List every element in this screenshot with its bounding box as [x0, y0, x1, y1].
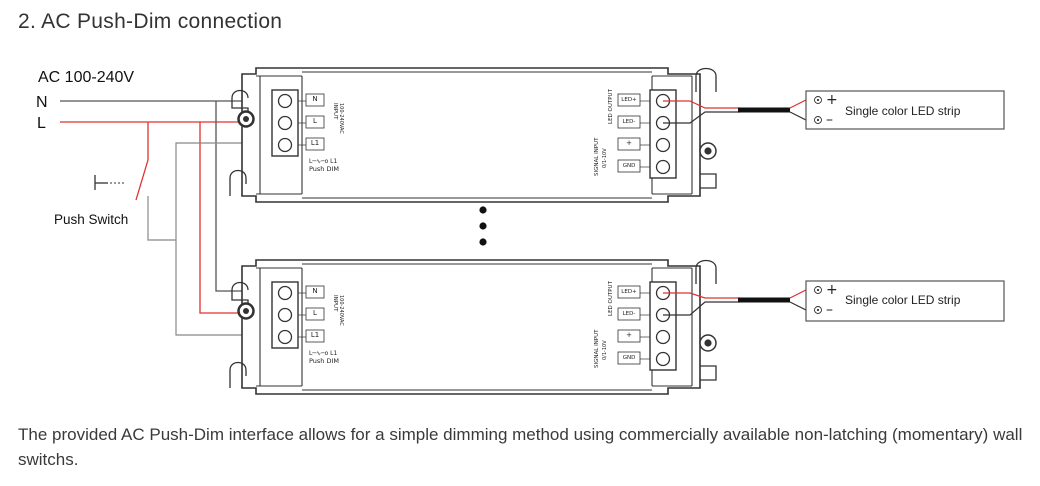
- led-strip-2-label: Single color LED strip: [845, 293, 961, 307]
- driver-2-push-dim-symbol: L─∿─o L1: [309, 350, 338, 357]
- driver-2-out-minus: LED-: [623, 311, 636, 317]
- driver-1-terminal-l1: L1: [311, 139, 319, 147]
- driver-1-output-label: LED OUTPUT: [608, 88, 614, 124]
- supply-label: AC 100-240V: [38, 69, 134, 86]
- page-title: 2. AC Push-Dim connection: [18, 10, 282, 33]
- driver-1-sig-gnd: GND: [623, 163, 636, 169]
- led-strip-1-plus: +: [826, 92, 838, 108]
- driver-2-sig-plus: +: [626, 331, 632, 339]
- driver-2-signal-label: SIGNAL INPUT: [594, 329, 600, 368]
- driver-1-signal-range: 0/1-10V: [602, 148, 608, 168]
- driver-2-output-label: LED OUTPUT: [608, 280, 614, 316]
- driver-1-terminal-n: N: [312, 95, 317, 103]
- driver-1-push-dim-caption: Push DIM: [309, 165, 339, 173]
- driver-2-terminal-n: N: [312, 287, 317, 295]
- driver-2-signal-range: 0/1-10V: [602, 340, 608, 360]
- driver-1-input-voltage: 100-240VAC: [338, 103, 344, 134]
- driver-1-terminal-l: L: [313, 117, 317, 125]
- neutral-label: N: [36, 94, 48, 111]
- driver-2: [229, 259, 717, 395]
- led-strip-1: + – Single color LED strip: [805, 90, 1005, 130]
- driver-2-terminal-l: L: [313, 309, 317, 317]
- push-switch-symbol: [94, 175, 126, 190]
- driver-1-signal-label: SIGNAL INPUT: [594, 137, 600, 176]
- driver-2-labels: N L L1 INPUT 100-240VAC L─∿─o L1 Push DI…: [309, 280, 637, 368]
- driver-1: [229, 67, 717, 203]
- driver-1-labels: N L L1 INPUT 100-240VAC L─∿─o L1 Push DI…: [309, 88, 637, 176]
- led-strip-2: + – Single color LED strip: [805, 280, 1005, 322]
- push-switch-label: Push Switch: [54, 212, 128, 227]
- led-strip-2-plus: +: [826, 282, 838, 298]
- driver-2-push-dim-caption: Push DIM: [309, 357, 339, 365]
- driver-2-sig-gnd: GND: [623, 355, 636, 361]
- driver-2-out-plus: LED+: [621, 289, 637, 295]
- led-strip-1-label: Single color LED strip: [845, 104, 961, 118]
- driver-2-terminal-l1: L1: [311, 331, 319, 339]
- driver-1-out-plus: LED+: [621, 97, 637, 103]
- driver-1-push-dim-symbol: L─∿─o L1: [309, 158, 338, 165]
- terminal-dots: [238, 111, 711, 346]
- led-strip-1-minus: –: [826, 112, 833, 128]
- driver-1-sig-plus: +: [626, 139, 632, 147]
- driver-2-input-label: INPUT: [332, 295, 338, 312]
- led-strip-2-minus: –: [826, 302, 833, 318]
- driver-2-input-voltage: 100-240VAC: [338, 295, 344, 326]
- live-label: L: [37, 115, 46, 132]
- driver-1-input-label: INPUT: [332, 103, 338, 120]
- more-drivers-ellipsis: [479, 206, 487, 246]
- description-text: The provided AC Push-Dim interface allow…: [18, 425, 1023, 469]
- switch-lever: [135, 159, 149, 201]
- driver-1-out-minus: LED-: [623, 119, 636, 125]
- switch-output: [147, 196, 176, 241]
